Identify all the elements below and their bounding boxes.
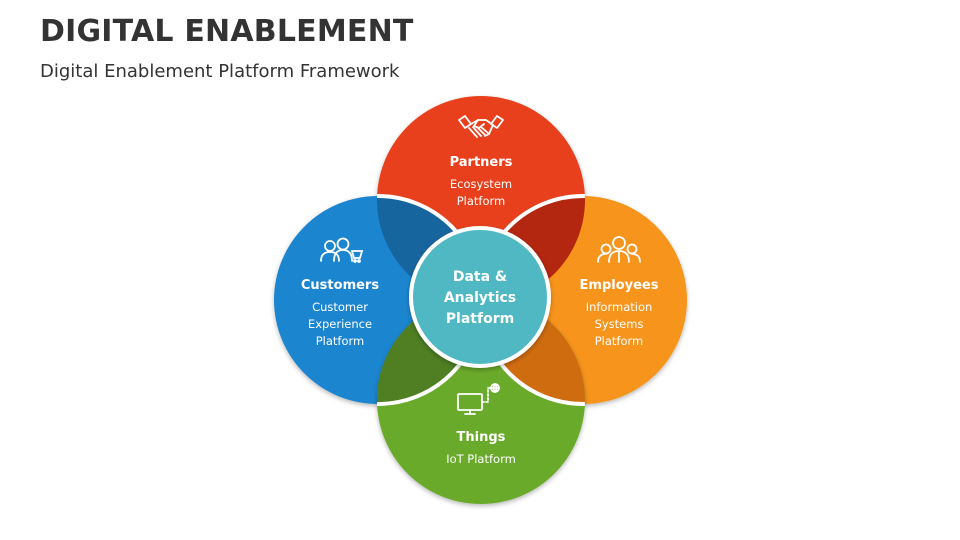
partners-line-2: Platform bbox=[457, 194, 506, 208]
customers-line-1: Customer bbox=[312, 300, 368, 314]
customers-title: Customers bbox=[301, 278, 379, 293]
customers-line-2: Experience bbox=[308, 317, 372, 331]
customers-shopping-icon bbox=[320, 237, 364, 263]
handshake-icon bbox=[458, 115, 504, 138]
center-line-2: Analytics bbox=[444, 290, 516, 306]
things-line-1: IoT Platform bbox=[446, 452, 516, 466]
employees-title: Employees bbox=[580, 278, 659, 293]
employees-line-3: Platform bbox=[595, 334, 644, 348]
partners-line-1: Ecosystem bbox=[450, 177, 512, 191]
customers-line-3: Platform bbox=[316, 334, 365, 348]
things-title: Things bbox=[457, 430, 506, 445]
employees-group-icon bbox=[597, 236, 641, 263]
page-title: DIGITAL ENABLEMENT bbox=[40, 14, 414, 49]
center-line-3: Platform bbox=[446, 311, 514, 327]
employees-line-2: Systems bbox=[595, 317, 644, 331]
center-line-1: Data & bbox=[453, 269, 507, 285]
partners-title: Partners bbox=[450, 155, 513, 170]
page-subtitle: Digital Enablement Platform Framework bbox=[40, 61, 400, 82]
employees-line-1: Information bbox=[586, 300, 653, 314]
iot-monitor-icon bbox=[457, 383, 500, 415]
center-circle bbox=[409, 226, 551, 368]
